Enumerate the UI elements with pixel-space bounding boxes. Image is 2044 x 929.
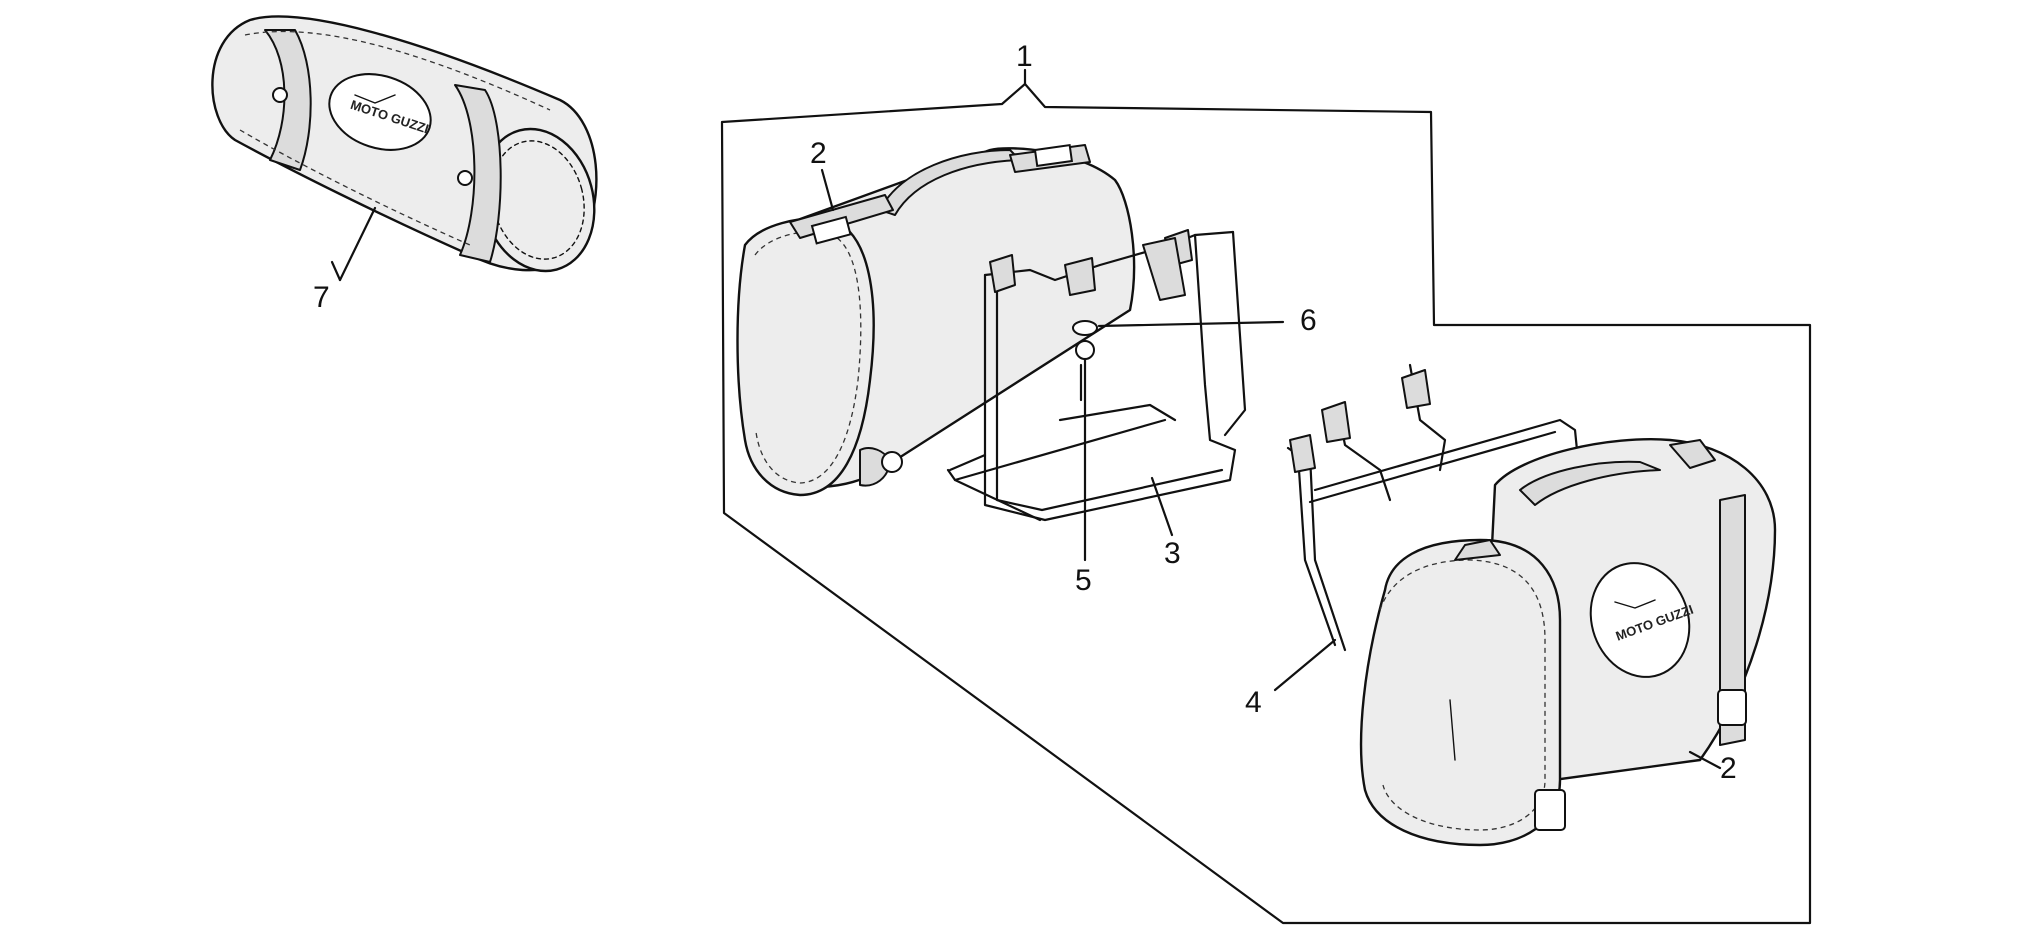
leader-7 <box>330 260 342 282</box>
leader-2b <box>1688 750 1722 770</box>
part-label-4: 4 <box>1245 686 1262 719</box>
leader-4 <box>1273 638 1337 692</box>
left-rack-frame <box>946 229 1247 522</box>
part-label-5: 5 <box>1075 564 1092 597</box>
kit-boundary <box>720 82 1812 925</box>
part-label-6: 6 <box>1300 304 1317 337</box>
tool-roll: MOTO GUZZI <box>211 15 598 273</box>
part-label-3: 3 <box>1164 537 1181 570</box>
leader-2a <box>820 168 835 212</box>
right-rack-frame <box>1286 363 1582 652</box>
leader-7b <box>338 206 377 282</box>
left-saddle-bag <box>736 143 1136 497</box>
part-label-2-right: 2 <box>1720 752 1737 785</box>
part-label-7: 7 <box>313 281 330 314</box>
part-label-2-left: 2 <box>810 137 827 170</box>
leader-6 <box>1097 320 1285 328</box>
leader-3 <box>1150 476 1174 537</box>
bolt-and-washer <box>1072 320 1098 562</box>
right-saddle-bag: MOTO GUZZI <box>1359 438 1777 847</box>
part-label-1: 1 <box>1016 40 1033 73</box>
